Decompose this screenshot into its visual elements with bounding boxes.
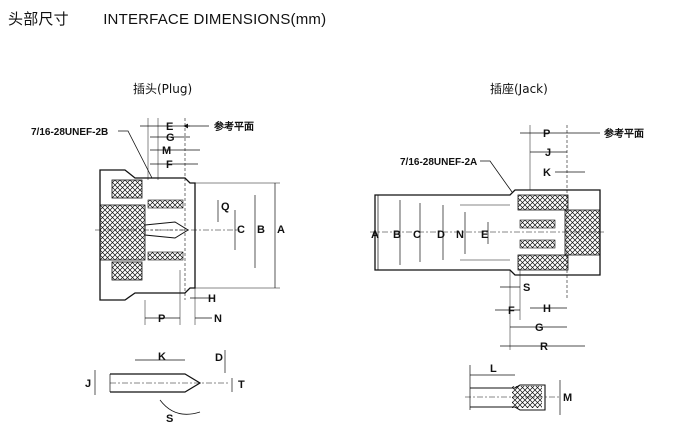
plug-dim-M: M — [162, 145, 171, 157]
plug-drawing: 7/16-28UNEF-2B 参考平面 E G M F A B C Q H — [31, 118, 285, 425]
plug-dim-G: G — [166, 132, 175, 144]
jack-dim-G: G — [535, 322, 544, 334]
jack-dim-H: H — [543, 303, 551, 315]
jack-detail-L: L — [490, 363, 497, 375]
jack-dim-A: A — [371, 229, 379, 241]
jack-dim-S: S — [523, 282, 530, 294]
plug-dim-A: A — [277, 224, 285, 236]
jack-detail-M: M — [563, 392, 572, 404]
plug-detail-S: S — [166, 413, 173, 425]
plug-dim-E: E — [166, 121, 173, 133]
plug-dim-F: F — [166, 159, 173, 171]
plug-thread-label: 7/16-28UNEF-2B — [31, 127, 108, 138]
jack-ref-plane: 参考平面 — [604, 127, 644, 140]
jack-title: 插座(Jack) — [490, 82, 548, 96]
plug-dim-C: C — [237, 224, 245, 236]
plug-pin-detail: J K D T S — [85, 350, 245, 425]
jack-dim-P: P — [543, 128, 550, 140]
jack-dim-J: J — [545, 147, 551, 159]
plug-dim-P: P — [158, 313, 165, 325]
jack-dim-C: C — [413, 229, 421, 241]
plug-detail-T: T — [238, 379, 245, 391]
plug-detail-K: K — [158, 351, 166, 363]
plug-dim-Q: Q — [221, 201, 230, 213]
plug-dim-H: H — [208, 293, 216, 305]
jack-dim-K: K — [543, 167, 551, 179]
plug-detail-D: D — [215, 352, 223, 364]
jack-dim-D: D — [437, 229, 445, 241]
plug-ref-plane: 参考平面 — [214, 120, 254, 133]
jack-dim-B: B — [393, 229, 401, 241]
title-chinese: 头部尺寸 — [8, 10, 69, 28]
plug-detail-J: J — [85, 378, 91, 390]
jack-thread-label: 7/16-28UNEF-2A — [400, 157, 477, 168]
title-english: INTERFACE DIMENSIONS(mm) — [103, 11, 327, 28]
jack-socket-detail: L M — [465, 363, 572, 415]
plug-title: 插头(Plug) — [133, 82, 193, 96]
jack-dim-R: R — [540, 341, 548, 353]
jack-dim-E: E — [481, 229, 488, 241]
page-title: 头部尺寸 INTERFACE DIMENSIONS(mm) — [8, 8, 326, 29]
plug-dim-N: N — [214, 313, 222, 325]
plug-dim-B: B — [257, 224, 265, 236]
jack-drawing: 7/16-28UNEF-2A 参考平面 P J K A B C D N E S … — [370, 125, 644, 415]
jack-dim-F: F — [508, 305, 515, 317]
jack-dim-N: N — [456, 229, 464, 241]
